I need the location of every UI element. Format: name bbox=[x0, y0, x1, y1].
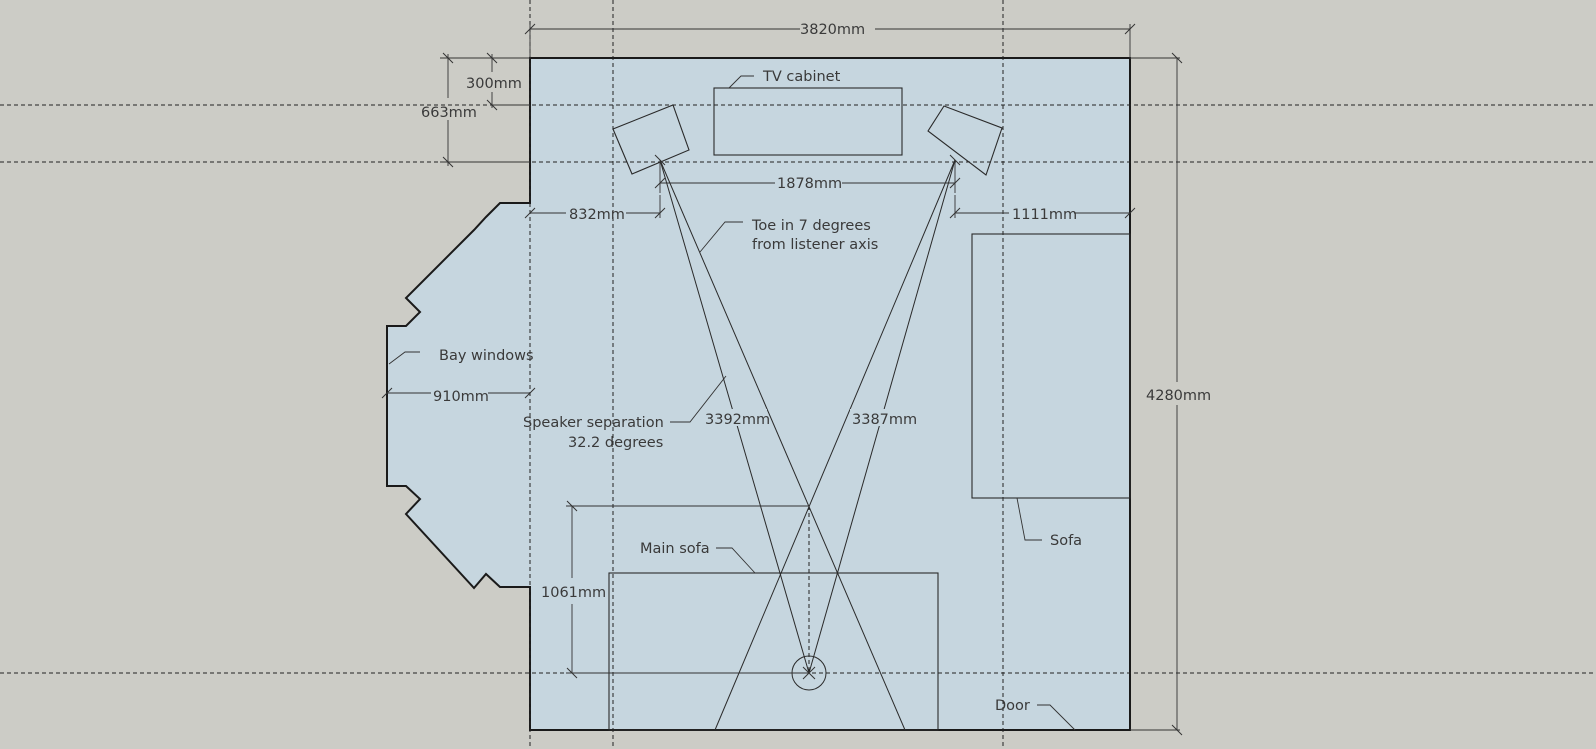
right-distance-label: 3387mm bbox=[852, 412, 917, 428]
right-side-label: 1111mm bbox=[1012, 207, 1077, 223]
dim-room-width: 3820mm bbox=[524, 22, 1136, 58]
listener-offset-label: 1061mm bbox=[541, 585, 606, 601]
room-depth-label: 4280mm bbox=[1146, 388, 1211, 404]
dim-bay-depth: 910mm bbox=[381, 387, 536, 405]
speaker-spacing-label: 1878mm bbox=[777, 176, 842, 192]
dim-left-side: 832mm bbox=[524, 195, 666, 223]
dim-room-depth: 4280mm bbox=[1130, 52, 1211, 736]
main-sofa-label: Main sofa bbox=[640, 541, 710, 557]
leader-lines bbox=[388, 75, 1076, 731]
front-663-label: 663mm bbox=[421, 105, 477, 121]
room-floor bbox=[386, 57, 1131, 731]
dim-speaker-spacing: 1878mm bbox=[654, 160, 961, 193]
toe-in-label-line1: Toe in 7 degrees bbox=[751, 218, 871, 234]
left-distance-label: 3392mm bbox=[705, 412, 770, 428]
side-sofa bbox=[971, 233, 1131, 499]
sofa-label: Sofa bbox=[1050, 533, 1082, 549]
bay-depth-label: 910mm bbox=[433, 389, 489, 405]
right-speaker bbox=[927, 105, 1003, 176]
tv-cabinet bbox=[713, 87, 903, 156]
speaker-separation-label-line2: 32.2 degrees bbox=[568, 435, 663, 451]
dim-right-side: 1111mm bbox=[949, 195, 1136, 223]
left-side-label: 832mm bbox=[569, 207, 625, 223]
speaker-separation-label-line1: Speaker separation bbox=[523, 415, 664, 431]
door-label: Door bbox=[995, 698, 1030, 714]
toe-in-label-line2: from listener axis bbox=[752, 237, 878, 253]
tv-cabinet-label: TV cabinet bbox=[762, 69, 841, 85]
room-width-label: 3820mm bbox=[800, 22, 865, 38]
bay-windows-label: Bay windows bbox=[439, 348, 534, 364]
dim-front-offsets: 300mm 663mm bbox=[421, 52, 530, 168]
front-300-label: 300mm bbox=[466, 76, 522, 92]
dim-listener-offset: 1061mm bbox=[541, 500, 809, 679]
left-speaker bbox=[612, 104, 690, 175]
main-sofa bbox=[608, 572, 939, 731]
